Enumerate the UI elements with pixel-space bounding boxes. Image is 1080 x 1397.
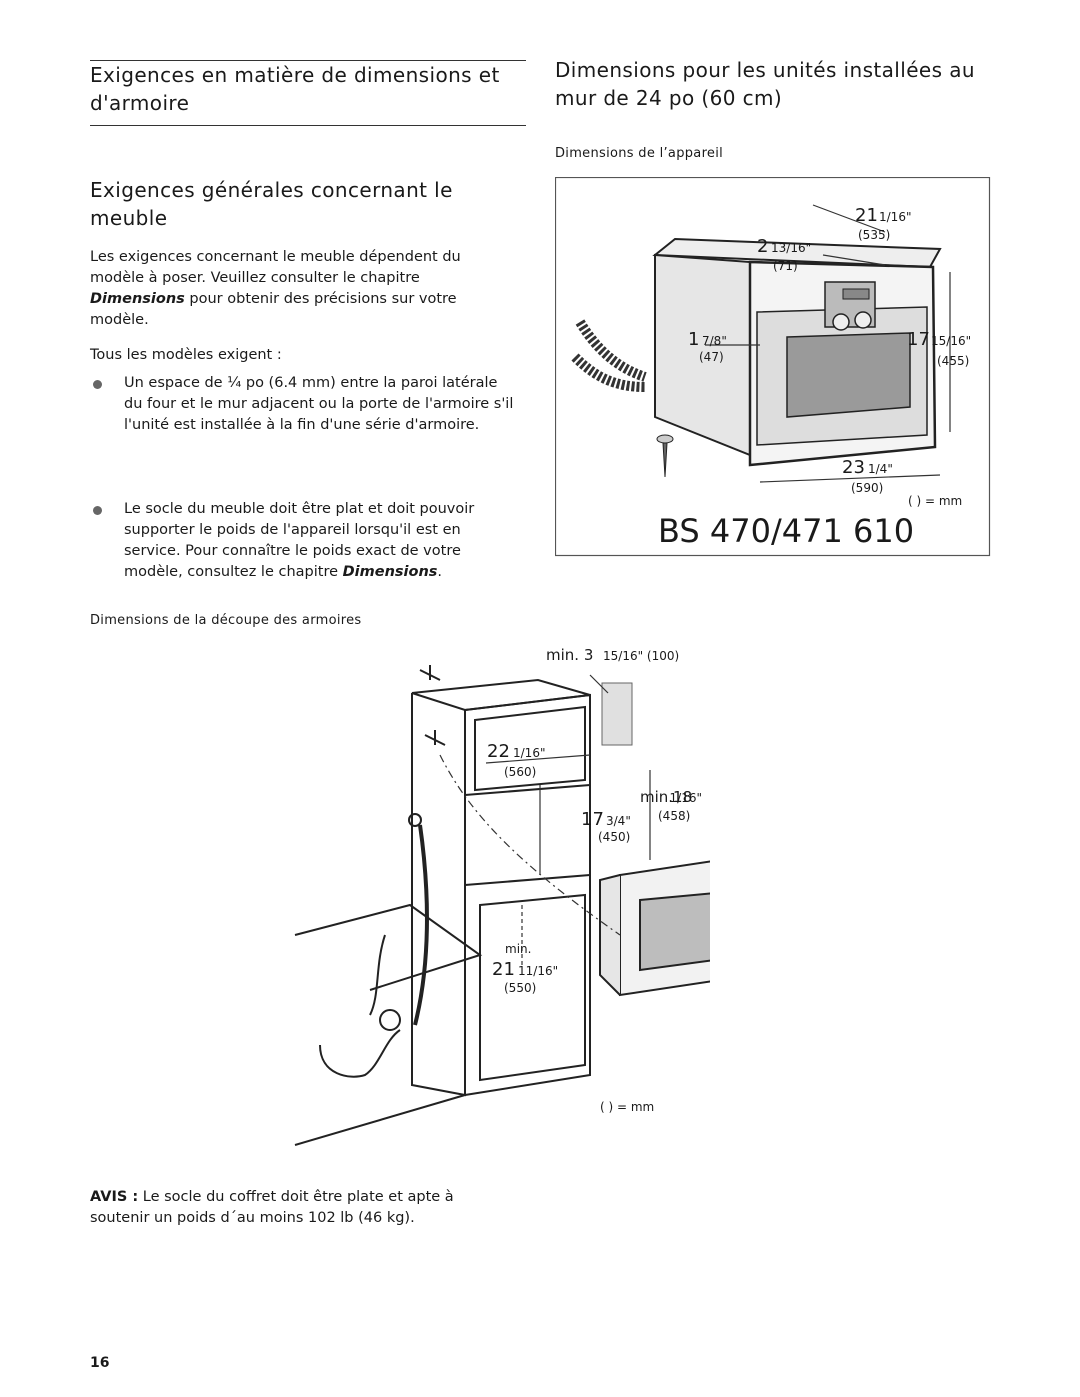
dimension-lines xyxy=(705,204,951,483)
para1-emphasis: Dimensions xyxy=(90,291,185,307)
dim-d2-mm: (71) xyxy=(773,259,798,273)
position-marks xyxy=(419,665,446,746)
cabinet-drawing xyxy=(411,678,633,1097)
appliance-legend: ( ) = mm xyxy=(908,494,962,508)
notice-label: AVIS : xyxy=(90,1189,139,1205)
wall-hatch xyxy=(601,682,633,746)
notice-text: Le socle du coffret doit être plate et a… xyxy=(90,1189,454,1226)
notice-paragraph: AVIS : Le socle du coffret doit être pla… xyxy=(90,1187,510,1229)
dim-d5-whole: 23 xyxy=(842,457,865,478)
bullet2-end: . xyxy=(437,564,443,580)
model-number: BS 470/471 610 xyxy=(658,512,914,550)
dim-d5-mm: (590) xyxy=(851,481,883,495)
dim-d2-frac: 13/16" xyxy=(771,241,811,255)
dim-d4-frac: 15/16" xyxy=(931,334,971,348)
dim-d3-whole: 1 xyxy=(688,329,699,350)
screw-icon xyxy=(656,434,674,478)
bottom-rule-left xyxy=(90,125,526,126)
dim-depth-frac: 11/16" xyxy=(518,964,558,978)
dim-d4-mm: (455) xyxy=(937,354,969,368)
bullet2-emphasis: Dimensions xyxy=(342,564,438,580)
bullet-dot-icon xyxy=(93,380,102,389)
para1-text-end: pour obtenir des précisions sur votre mo… xyxy=(90,291,457,328)
left-title: Exigences en matière de dimensions et d'… xyxy=(90,63,500,115)
dim-d2-whole: 2 xyxy=(757,236,768,257)
paragraph-all-models: Tous les modèles exigent : xyxy=(90,347,282,363)
dim-hmin-frac: 1/16" xyxy=(670,791,702,805)
dim-hmin-prefix: min.18 xyxy=(640,788,692,806)
water-hose-drawing xyxy=(571,319,647,392)
oven-drawing xyxy=(652,237,942,467)
top-rule-left xyxy=(90,60,526,61)
dim-d1-mm: (535) xyxy=(858,228,890,242)
bullet-item-clearance: Un espace de ¼ po (6.4 mm) entre la paro… xyxy=(124,375,514,433)
bullet-item-base: Le socle du meuble doit être plat et doi… xyxy=(124,499,519,583)
dim-width-frac: 1/16" xyxy=(513,746,545,760)
dim-width-whole: 22 xyxy=(487,741,510,762)
dim-h-frac: 3/4" xyxy=(606,814,631,828)
paragraph-requirements: Les exigences concernant le meuble dépen… xyxy=(90,247,510,331)
dim-depth-mm: (550) xyxy=(504,981,536,995)
dim-d3-mm: (47) xyxy=(699,350,724,364)
dim-depth-min: min. xyxy=(505,942,531,956)
counter-and-plumbing xyxy=(294,813,483,1146)
dim-h-mm: (450) xyxy=(598,830,630,844)
bullet-dot-icon xyxy=(93,506,102,515)
appliance-diagram: 21 1/16" (535) 2 13/16" (71) 1 7/8" (47)… xyxy=(555,177,991,557)
cutout-subheading: Dimensions de la découpe des armoires xyxy=(90,613,362,628)
appliance-subheading: Dimensions de l’appareil xyxy=(555,146,724,161)
para1-text: Les exigences concernant le meuble dépen… xyxy=(90,249,461,286)
dim-d1-frac: 1/16" xyxy=(879,210,911,224)
cutout-legend: ( ) = mm xyxy=(600,1100,654,1114)
bullet2-text: Le socle du meuble doit être plat et doi… xyxy=(124,501,475,580)
dim-gap-frac: 15/16" (100) xyxy=(603,649,679,663)
dim-width-mm: (560) xyxy=(504,765,536,779)
dim-h-whole: 17 xyxy=(581,809,604,830)
dim-hmin-mm: (458) xyxy=(658,809,690,823)
oven-insert-drawing xyxy=(599,860,710,997)
page-number: 16 xyxy=(90,1355,110,1371)
right-title: Dimensions pour les unités installées au… xyxy=(555,58,975,110)
dim-d1-whole: 21 xyxy=(855,205,878,226)
dimension-lines xyxy=(439,674,651,965)
dim-gap-prefix: min. 3 xyxy=(546,646,593,664)
dim-depth-whole: 21 xyxy=(492,959,515,980)
cutout-diagram: min. 3 15/16" (100) 22 1/16" (560) min.1… xyxy=(294,646,710,1146)
dim-d3-frac: 7/8" xyxy=(702,334,727,348)
dim-d4-whole: 17 xyxy=(907,329,930,350)
dim-d5-frac: 1/4" xyxy=(868,462,893,476)
section-title: Exigences générales concernant le meuble xyxy=(90,178,453,230)
